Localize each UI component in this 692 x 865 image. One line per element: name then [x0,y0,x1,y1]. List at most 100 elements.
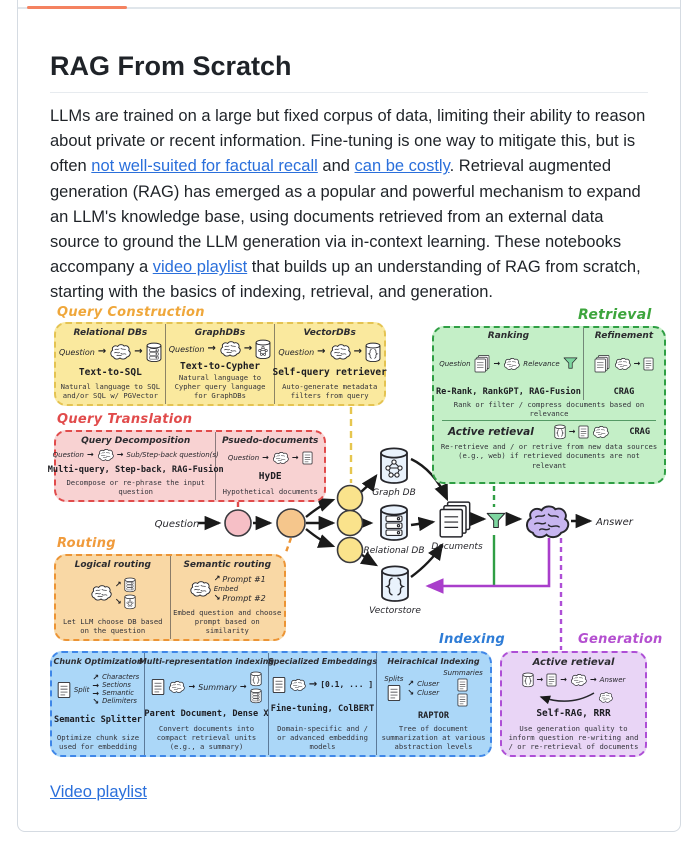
active-retrieval-label: CRAG [629,427,651,438]
ranking-flow: Question → Relevance [439,354,577,374]
vectorstore-icon [381,565,409,602]
arrow-icon: → [291,453,299,463]
llm-brain-icon [525,505,570,538]
qt-flow: Question → → [228,451,313,465]
routing-title: Routing [57,535,116,551]
document-icon [151,678,165,696]
vectorstore-icon [365,342,381,363]
embeddings-flow: → [0.1, ... ] [272,676,373,694]
qc-column-label: Self-query retriever [272,367,387,378]
flow-diagram: Question Graph DB Relational DB Vectorst… [155,406,634,650]
retrieval-divider [442,420,656,422]
chunk-header: Chunk Optimization [53,656,143,666]
loop-arrow-icon [539,692,595,704]
routing-box: Logical routing ↗ ↘ Let LLM choose DB ba… [54,553,286,641]
brain-icon [570,674,587,686]
splits-label: Splits [384,674,404,683]
qt-flow: Question → → Sub/Step-back question(s) [53,449,219,461]
indexing-hierarchical-column: Heirachical Indexing Splits ↗Cluser ↘Clu… [376,652,490,755]
intro-text: LLMs are trained on a large but fixed co… [50,107,646,176]
active-retrieval-caption: Re-retrieve and / or retrive from new da… [440,442,658,470]
graph-db-icon [255,339,271,360]
routing-flow: ↗Prompt #1 Embed ↘Prompt #2 [189,575,266,603]
arrow-icon: → [317,346,326,358]
connector-routing [283,537,293,556]
prompt1-label: Prompt #1 [222,574,266,584]
document-icon [578,425,589,439]
chunk-item: Semantic [102,689,134,698]
hierarchical-header: Heirachical Indexing [387,656,480,666]
qc-column-header: VectorDBs [303,327,356,338]
active-tab-underline [27,6,127,9]
vectorstore-icon [554,424,566,440]
brain-icon [189,581,211,597]
ranking-header: Ranking [487,330,530,341]
routing-column-header: Logical routing [74,559,151,570]
translation-node [224,508,252,537]
retrieval-title: Retrieval [578,306,652,323]
question-label: Question [439,359,471,368]
indexing-embeddings-column: Specialized Embeddings → [0.1, ... ] Fin… [267,652,378,755]
answer-label: Answer [595,517,634,528]
query-construction-title: Query Construction [57,304,205,320]
arrow-up-icon: ↗ [92,673,100,683]
document-icon [546,673,557,687]
question-label: Question [59,347,95,357]
construction-node-1 [336,484,364,511]
document-icon [387,684,401,702]
cluster-label: Cluser [417,679,440,688]
video-playlist-link[interactable]: Video playlist [50,782,147,801]
qc-column-header: Relational DBs [73,327,148,338]
qc-column-label: Text-to-SQL [78,367,142,378]
question-label: Question [168,344,205,354]
active-retrieval-flow: → [554,424,610,440]
document-icon [272,676,286,694]
graph-db-icon [124,594,136,610]
link-video-playlist-inline[interactable]: video playlist [152,258,248,277]
routing-flow: ↗ ↘ [90,577,136,610]
prompt2-label: Prompt #2 [222,593,266,603]
arrow-icon: → [92,689,100,699]
arrow-icon: → [633,358,641,368]
arrow-icon: → [134,346,143,358]
intro-text: and [317,157,355,176]
flow-arrows [198,457,593,578]
document-icon [643,357,654,371]
qt-column-label: HyDE [258,470,282,482]
readme-card: RAG From Scratch LLMs are trained on a l… [17,0,681,832]
embedding-vector-label: [0.1, ... ] [320,680,374,690]
generation-caption: Use generation quality to inform questio… [508,723,639,752]
cluster-label: Cluser [417,688,440,697]
chunk-item: Delimiters [102,697,137,706]
vectorstore-label: Vectorstore [369,606,421,616]
qc-column-label: Text-to-Cypher [179,360,261,372]
relational-db-label: Relational DB [363,546,424,556]
generation-header: Active retieval [532,656,615,668]
hierarchical-label: RAPTOR [417,710,450,721]
arrow-down-icon: ↘ [114,596,122,606]
embeddings-header: Specialized Embeddings [267,656,378,666]
arrow-icon: → [97,346,107,358]
readme-content: RAG From Scratch LLMs are trained on a l… [18,9,680,802]
arrow-icon: → [536,675,544,685]
question-label: Question [155,519,200,530]
routing-column-header: Semantic routing [183,559,272,570]
generation-flow: → → → Answer [522,672,625,688]
link-can-be-costly[interactable]: can be costly [354,157,450,176]
qt-column-label: Multi-query, Step-back, RAG-Fusion [47,464,224,475]
retrieval-ranking-column: Ranking Question → Relevance Re-Rank, Ra… [434,328,583,400]
intro-paragraph: LLMs are trained on a large but fixed co… [50,104,648,306]
qt-column-caption: Hypothetical documents [222,487,318,497]
filter-funnel-icon [486,512,506,528]
chunk-label: Semantic Splitter [54,714,142,725]
generation-title: Generation [578,631,663,647]
indexing-chunk-column: Chunk Optimization Split ↗Characters →Se… [52,653,144,755]
generation-loop [534,691,613,704]
split-label: Split [73,686,90,695]
routing-column-caption: Embed question and choose prompt based o… [173,607,282,636]
query-translation-box: Query Decomposition Question → → Sub/Ste… [48,429,326,502]
qc-flow: Question → → [278,342,381,363]
link-factual-recall[interactable]: not well-suited for factual recall [91,157,318,176]
retrieval-refinement-column: Refinement → CRAG [582,327,664,400]
arrow-icon: → [560,675,567,685]
